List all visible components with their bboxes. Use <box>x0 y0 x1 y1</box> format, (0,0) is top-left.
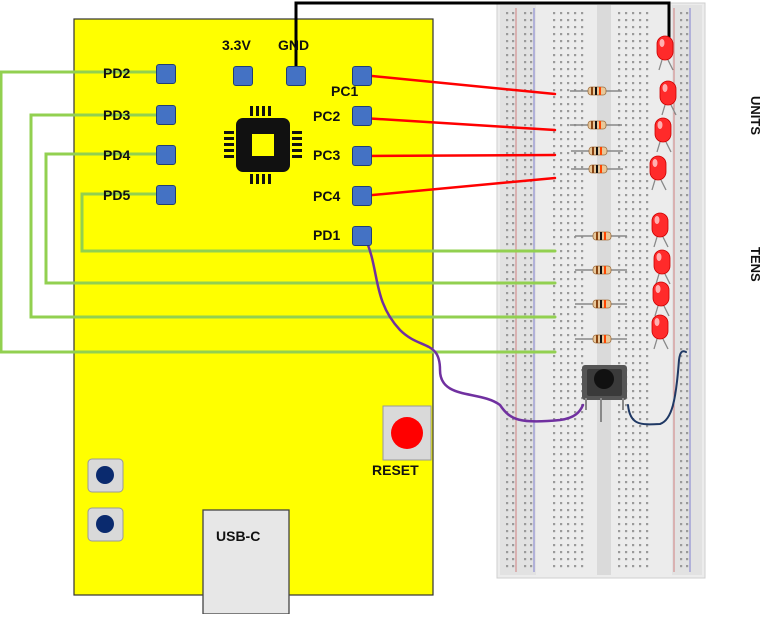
pad-pc3 <box>352 146 372 166</box>
label-pc2: PC2 <box>313 108 341 124</box>
pad-pd2 <box>156 64 176 84</box>
led <box>653 249 671 285</box>
led <box>656 35 674 71</box>
label-pd4: PD4 <box>103 147 131 163</box>
wire-button-return <box>627 350 687 426</box>
label-pc1: PC1 <box>331 83 359 99</box>
wire-gnd <box>294 1 671 68</box>
resistor <box>571 164 623 174</box>
pad-pd3 <box>156 105 176 125</box>
breadboard-holes <box>506 12 689 568</box>
pad-pd1 <box>352 226 372 246</box>
label-reset: RESET <box>372 462 419 478</box>
resistor <box>575 231 627 241</box>
reset-button[interactable] <box>382 405 432 461</box>
led <box>651 314 669 350</box>
resistor <box>575 334 627 344</box>
label-pd2: PD2 <box>103 65 131 81</box>
resistor <box>570 86 622 96</box>
usb-c-port <box>202 509 290 615</box>
wire-pd5 <box>80 192 557 253</box>
wire-pc4 <box>360 176 557 198</box>
dev-board <box>73 18 434 596</box>
resistor <box>575 265 627 275</box>
chip-icon <box>224 106 302 184</box>
led <box>654 117 672 153</box>
led <box>649 155 667 191</box>
leds <box>649 35 677 350</box>
pad-pd5 <box>156 185 176 205</box>
label-pc3: PC3 <box>313 147 341 163</box>
pad-pd4 <box>156 145 176 165</box>
push-button <box>582 365 627 422</box>
wire-pd1 <box>363 236 585 423</box>
led <box>651 212 669 248</box>
wire-pc2 <box>360 116 557 132</box>
label-usb-c: USB-C <box>216 528 261 544</box>
pad-pc2 <box>352 106 372 126</box>
led <box>652 281 670 317</box>
pad-gnd <box>286 66 306 86</box>
label-3v3: 3.3V <box>222 37 251 53</box>
wire-pd3 <box>29 113 557 319</box>
wire-pd4 <box>44 152 557 285</box>
resistors <box>570 86 627 344</box>
label-pd3: PD3 <box>103 107 131 123</box>
resistor <box>571 146 623 156</box>
pad-3v3 <box>233 66 253 86</box>
label-pd1: PD1 <box>313 227 341 243</box>
resistor <box>575 299 627 309</box>
label-gnd: GND <box>278 37 310 53</box>
wire-pc3 <box>360 153 557 158</box>
led <box>659 80 677 116</box>
pad-pc4 <box>352 186 372 206</box>
label-pd5: PD5 <box>103 187 131 203</box>
wire-pd2 <box>0 70 557 354</box>
label-tens: TENS <box>748 247 763 282</box>
label-pc4: PC4 <box>313 188 341 204</box>
resistor <box>570 120 622 130</box>
side-button-2[interactable] <box>87 507 124 542</box>
wire-pc1 <box>360 73 557 96</box>
side-button-1[interactable] <box>87 458 124 493</box>
label-units: UNITS <box>748 96 763 135</box>
pad-pc1 <box>352 66 372 86</box>
